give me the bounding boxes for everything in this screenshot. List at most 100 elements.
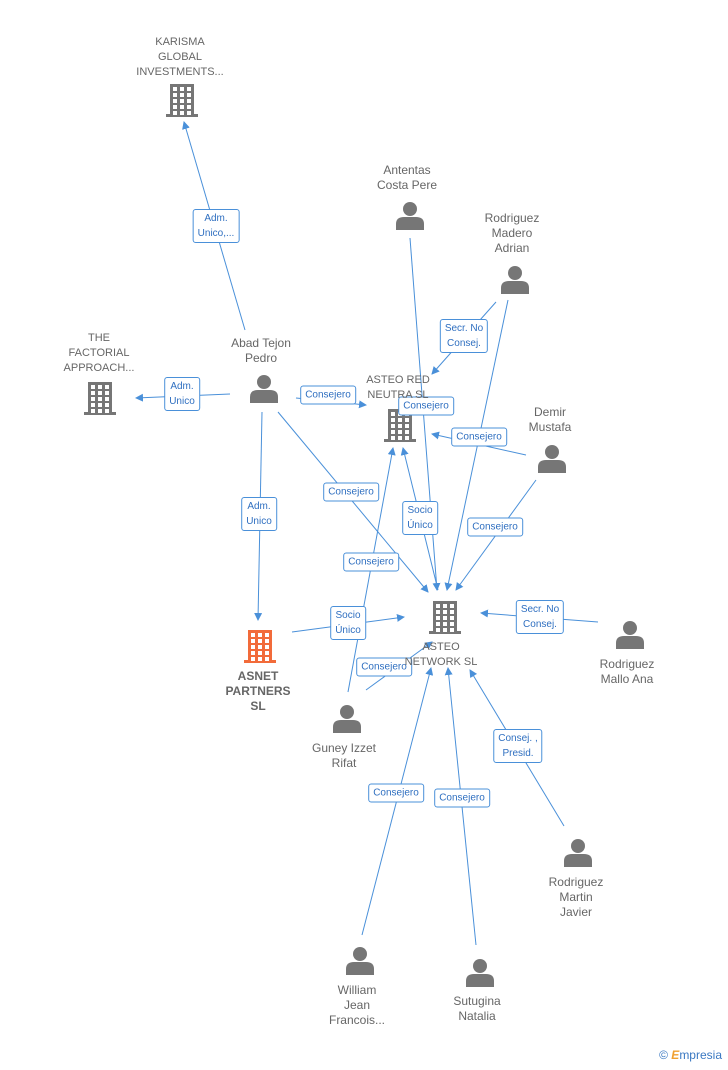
node-label-line: NEUTRA SL: [367, 389, 429, 401]
person-icon: [501, 266, 529, 294]
node-label-line: THE: [88, 332, 110, 344]
node-label-line: Mustafa: [528, 420, 572, 434]
node-label-line: Rodriguez: [484, 211, 540, 225]
person-icon: [466, 959, 494, 987]
node-label-line: APPROACH...: [63, 362, 135, 374]
node-label-line: Rifat: [331, 756, 357, 770]
edge-label-line: Adm.: [247, 501, 271, 512]
node-label-line: Javier: [559, 905, 592, 919]
node-label-factorial[interactable]: THE FACTORIAL APPROACH...: [39, 331, 159, 376]
edge-label-line: Adm.: [204, 213, 228, 224]
node-label-asteo_red[interactable]: ASTEO RED NEUTRA SL: [338, 373, 458, 403]
edge-label[interactable]: Consej. ,Presid.: [493, 729, 543, 763]
edge-label[interactable]: Consejero: [434, 788, 490, 808]
person-icon: [333, 705, 361, 733]
person-icon: [538, 445, 566, 473]
edge-label[interactable]: Consejero: [343, 552, 399, 572]
edge-label-line: Socio: [407, 505, 433, 516]
edge-label[interactable]: Secr. No Consej.: [439, 319, 489, 353]
edge-label-line: Consejero: [373, 787, 419, 799]
building-icon: [244, 630, 276, 663]
edge-label[interactable]: Consejero: [467, 517, 523, 537]
edge-label-line: Consejero: [328, 486, 374, 498]
edge-label-line: Consej.: [447, 338, 481, 349]
edge-label[interactable]: Adm.Unico: [164, 377, 200, 411]
edge-label-line: Secr. No: [444, 323, 484, 334]
edge-label[interactable]: Adm. Unico,...: [192, 209, 240, 243]
node-label-line: Francois...: [328, 1013, 385, 1027]
node-label-line: Adrian: [494, 241, 530, 255]
node-label-line: Costa Pere: [376, 178, 438, 192]
edge-label-line: Presid.: [502, 748, 534, 759]
edge-label[interactable]: Consejero: [398, 396, 454, 416]
node-label-line: Antentas: [383, 163, 431, 177]
edge-label[interactable]: Consejero: [323, 482, 379, 502]
edge-label-line: Consejero: [456, 431, 502, 443]
node-label-line: Rodriguez: [599, 657, 655, 671]
node-label-line: SL: [250, 699, 266, 713]
edge-label[interactable]: Adm.Unico: [241, 497, 277, 531]
building-icon: [429, 601, 461, 634]
node-label-karisma[interactable]: KARISMA GLOBAL INVESTMENTS...: [120, 35, 240, 80]
building-icon: [166, 84, 198, 117]
edge-label[interactable]: Consejero: [300, 385, 356, 405]
node-label-line: Mallo Ana: [600, 672, 654, 686]
node-label-line: Rodriguez: [548, 875, 604, 889]
node-label-line: ASTEO RED: [366, 374, 430, 386]
edge-label-line: Adm.: [170, 381, 194, 392]
node-label-line: Abad Tejon: [231, 336, 291, 350]
node-label-line: KARISMA: [155, 36, 205, 48]
node-label-line: ASTEO: [422, 641, 460, 653]
node-label-line: William: [337, 983, 377, 997]
edge-label-line: Consej.: [523, 619, 557, 630]
node-label-line: GLOBAL: [157, 51, 203, 63]
brand-logo-initial: E: [671, 1048, 680, 1062]
edge-label-line: Único: [407, 520, 433, 531]
edge-label[interactable]: Secr. No Consej.: [515, 600, 565, 634]
edge-label-line: Socio: [335, 610, 361, 621]
node-label-line: FACTORIAL: [68, 347, 130, 359]
person-icon: [396, 202, 424, 230]
node-label-line: ASNET: [237, 669, 279, 683]
person-icon: [346, 947, 374, 975]
person-icon: [564, 839, 592, 867]
node-label-line: Demir: [534, 405, 566, 419]
person-icon: [616, 621, 644, 649]
node-label-line: Jean: [343, 998, 371, 1012]
edge-label-line: Consejero: [348, 556, 394, 568]
node-label-line: Pedro: [244, 351, 278, 365]
edge-label-line: Consejero: [403, 400, 449, 412]
edge-label[interactable]: Consejero: [368, 783, 424, 803]
node-label-line: Martin: [559, 890, 593, 904]
node-label-line: PARTNERS: [225, 684, 291, 698]
edge-label-line: Unico,...: [197, 228, 235, 239]
node-label-line: Madero: [491, 226, 533, 240]
brand-logo-text: mpresia: [679, 1048, 722, 1062]
node-label-line: INVESTMENTS...: [136, 66, 224, 78]
watermark: © Empresia: [659, 1048, 722, 1062]
edge-label[interactable]: Consejero: [451, 427, 507, 447]
edge-label-line: Secr. No: [520, 604, 560, 615]
edge-label-line: Consejero: [472, 521, 518, 533]
node-label-line: Natalia: [458, 1009, 496, 1023]
edge-label-line: Consejero: [305, 389, 351, 401]
edge-label-line: Consejero: [439, 792, 485, 804]
edge-label[interactable]: Consejero: [356, 657, 412, 677]
edge-label-line: Único: [335, 625, 361, 636]
node-label-line: Guney Izzet: [311, 741, 377, 755]
copyright-icon: ©: [659, 1048, 668, 1062]
edge-label-line: Consejero: [361, 661, 407, 673]
